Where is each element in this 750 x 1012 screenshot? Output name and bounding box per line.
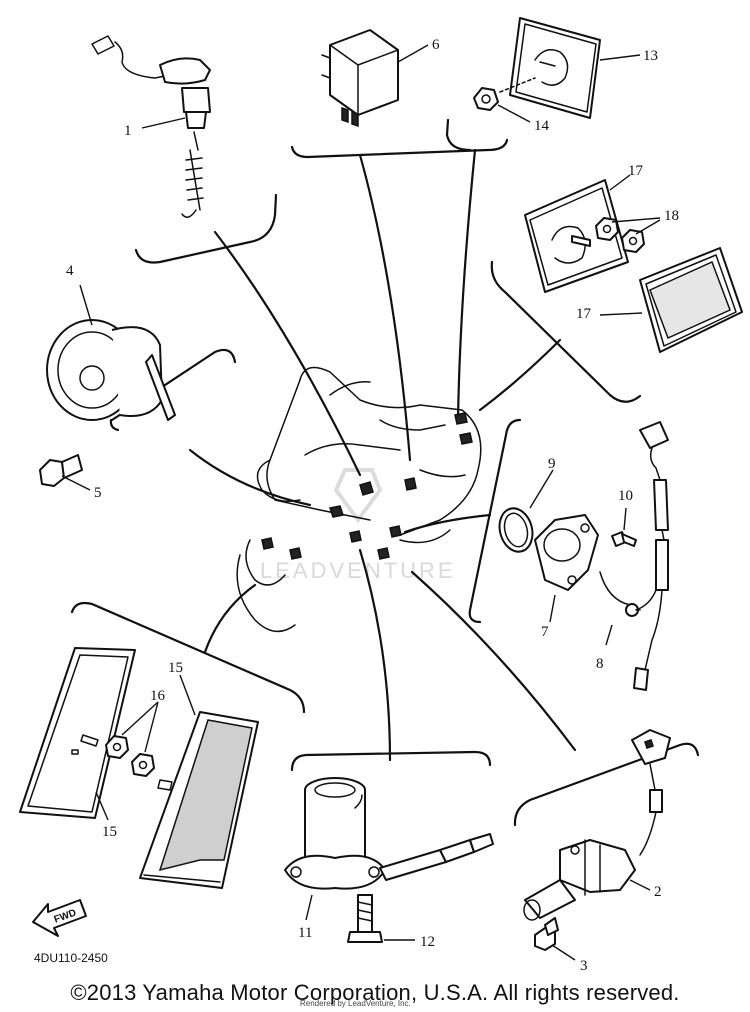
- part-8-harness: [599, 421, 669, 691]
- part-9-o-ring: [498, 469, 554, 553]
- part-15-reflector-right: [139, 674, 259, 889]
- part-17-reflector-lens: [599, 247, 743, 353]
- watermark-text: LEADVENTURE: [260, 558, 456, 583]
- part-3-bolt: [534, 917, 576, 961]
- part-17-reflector-plate: [524, 174, 631, 293]
- leader-lines: [188, 148, 577, 762]
- callout-9: 9: [548, 456, 556, 472]
- part-14-nut: [473, 77, 536, 123]
- callout-10: 10: [618, 488, 633, 504]
- part-12-bolt: [347, 894, 415, 943]
- callout-15-lower: 15: [102, 824, 117, 840]
- fwd-arrow: FWD: [32, 899, 87, 937]
- part-13-reflector: [509, 17, 641, 119]
- callout-12: 12: [420, 934, 435, 950]
- part-4-horn: [46, 284, 176, 421]
- part-10-screw: [611, 507, 637, 547]
- callout-15-upper: 15: [168, 660, 183, 676]
- callout-11: 11: [298, 925, 312, 941]
- callout-13: 13: [643, 48, 658, 64]
- callout-2: 2: [654, 884, 662, 900]
- bike-frame: [236, 366, 482, 633]
- part-5-bolt: [39, 454, 91, 491]
- diagram-code: 4DU110-2450: [34, 951, 108, 965]
- callout-8: 8: [596, 656, 604, 672]
- callout-14: 14: [534, 118, 550, 134]
- callout-4: 4: [66, 263, 74, 279]
- callout-6: 6: [432, 37, 440, 53]
- part-6-relay: [321, 29, 429, 128]
- part-1-switch: [91, 35, 211, 218]
- part-11-solenoid: [284, 777, 494, 921]
- part-18-nuts: [595, 217, 661, 253]
- callout-17-lower: 17: [576, 306, 592, 322]
- callout-5: 5: [94, 485, 102, 501]
- callout-17-top: 17: [628, 163, 644, 179]
- part-2-sensor: [523, 729, 671, 921]
- callout-3: 3: [580, 958, 588, 974]
- copyright-text: ©2013 Yamaha Motor Corporation, U.S.A. A…: [70, 980, 680, 1005]
- rendered-by-text: Rendered by LeadVenture, Inc.: [300, 999, 411, 1008]
- callout-1: 1: [124, 123, 132, 139]
- part-16-nuts: [105, 701, 159, 777]
- part-15-reflector-left: [19, 647, 136, 821]
- callout-7: 7: [541, 624, 549, 640]
- callout-labels: 1 4 5 6 13 14 17 18 17 9 10 7 8 15 16 15…: [66, 37, 679, 974]
- callout-16: 16: [150, 688, 166, 704]
- callout-18: 18: [664, 208, 679, 224]
- part-7-sensor: [534, 514, 599, 623]
